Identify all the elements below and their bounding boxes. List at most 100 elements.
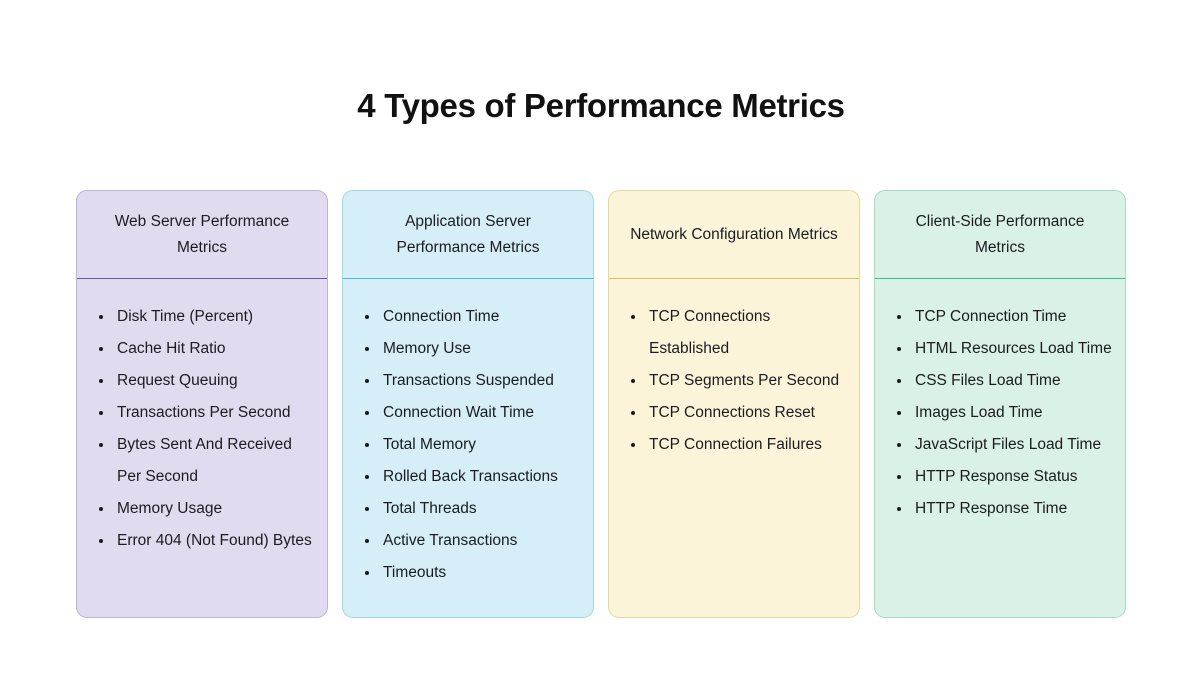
bullet-icon — [99, 443, 103, 447]
list-item: Bytes Sent And Received Per Second — [91, 429, 315, 493]
card-title-application-server: Application Server Performance Metrics — [396, 212, 540, 256]
bullet-icon — [99, 379, 103, 383]
list-item: JavaScript Files Load Time — [889, 429, 1113, 461]
bullet-icon — [99, 315, 103, 319]
bullet-icon — [365, 411, 369, 415]
bullet-icon — [365, 347, 369, 351]
list-item-label: Cache Hit Ratio — [117, 340, 226, 357]
list-item: HTML Resources Load Time — [889, 333, 1113, 365]
list-item: Rolled Back Transactions — [357, 461, 581, 493]
list-item-label: JavaScript Files Load Time — [915, 436, 1102, 453]
page-title: 4 Types of Performance Metrics — [357, 87, 845, 124]
bullet-icon — [897, 443, 901, 447]
list-item-label: Connection Time — [383, 308, 500, 325]
list-item: TCP Connections Reset — [623, 397, 847, 429]
bullet-icon — [99, 347, 103, 351]
list-item: TCP Connection Failures — [623, 429, 847, 461]
card-header-network-configuration: Network Configuration Metrics — [609, 191, 859, 279]
list-item-label: HTTP Response Time — [915, 500, 1068, 517]
list-item-label: Total Threads — [383, 500, 477, 517]
card-header-client-side: Client-Side Performance Metrics — [875, 191, 1125, 279]
bullet-icon — [365, 507, 369, 511]
bullet-icon — [897, 347, 901, 351]
bullet-icon — [99, 539, 103, 543]
list-item-label: Active Transactions — [383, 532, 518, 549]
metric-card-client-side: Client-Side Performance Metrics TCP Conn… — [874, 190, 1126, 618]
list-item-label: Error 404 (Not Found) Bytes — [117, 532, 312, 549]
list-item-label: HTML Resources Load Time — [915, 340, 1112, 357]
metric-card-application-server: Application Server Performance Metrics C… — [342, 190, 594, 618]
list-item: Transactions Per Second — [91, 397, 315, 429]
bullet-icon — [631, 379, 635, 383]
metric-cards-row: Web Server Performance Metrics Disk Time… — [76, 190, 1126, 618]
list-item: Connection Wait Time — [357, 397, 581, 429]
list-item: Connection Time — [357, 301, 581, 333]
list-item-label: Memory Use — [383, 340, 471, 357]
list-item-label: HTTP Response Status — [915, 468, 1078, 485]
bullet-icon — [631, 315, 635, 319]
list-item-label: Transactions Per Second — [117, 404, 291, 421]
list-item-label: Connection Wait Time — [383, 404, 535, 421]
bullet-icon — [897, 379, 901, 383]
list-item: Transactions Suspended — [357, 365, 581, 397]
metric-card-network-configuration: Network Configuration Metrics TCP Connec… — [608, 190, 860, 618]
list-item: CSS Files Load Time — [889, 365, 1113, 397]
list-item: HTTP Response Time — [889, 493, 1113, 525]
list-item-label: CSS Files Load Time — [915, 372, 1061, 389]
bullet-icon — [897, 315, 901, 319]
bullet-icon — [631, 411, 635, 415]
bullet-icon — [631, 443, 635, 447]
list-item: Disk Time (Percent) — [91, 301, 315, 333]
list-item-label: TCP Connections Reset — [649, 404, 815, 421]
card-title-network-configuration: Network Configuration Metrics — [630, 225, 838, 243]
bullet-icon — [365, 475, 369, 479]
list-item: HTTP Response Status — [889, 461, 1113, 493]
list-item-label: Bytes Sent And Received Per Second — [117, 436, 292, 485]
list-item-label: TCP Connection Time — [915, 308, 1067, 325]
list-item: Total Threads — [357, 493, 581, 525]
list-item-label: Disk Time (Percent) — [117, 308, 254, 325]
list-item-label: Images Load Time — [915, 404, 1043, 421]
list-item: Error 404 (Not Found) Bytes — [91, 525, 315, 557]
list-item-label: Transactions Suspended — [383, 372, 554, 389]
list-item-label: Request Queuing — [117, 372, 238, 389]
bullet-icon — [365, 539, 369, 543]
bullet-icon — [897, 507, 901, 511]
list-item-label: TCP Segments Per Second — [649, 372, 840, 389]
bullet-icon — [897, 475, 901, 479]
list-item-label: Total Memory — [383, 436, 477, 453]
list-item-label: Rolled Back Transactions — [383, 468, 558, 485]
bullet-icon — [897, 411, 901, 415]
bullet-icon — [99, 507, 103, 511]
card-title-client-side: Client-Side Performance Metrics — [915, 212, 1085, 256]
list-item-label: TCP Connections Established — [649, 308, 771, 357]
list-item-label: Timeouts — [383, 564, 447, 581]
card-header-application-server: Application Server Performance Metrics — [343, 191, 593, 279]
list-item: Images Load Time — [889, 397, 1113, 429]
bullet-icon — [365, 571, 369, 575]
list-item: Active Transactions — [357, 525, 581, 557]
list-item: Timeouts — [357, 557, 581, 589]
list-item: TCP Connections Established — [623, 301, 847, 365]
bullet-icon — [365, 379, 369, 383]
list-item: Total Memory — [357, 429, 581, 461]
bullet-icon — [365, 315, 369, 319]
bullet-icon — [365, 443, 369, 447]
card-title-web-server: Web Server Performance Metrics — [114, 212, 290, 256]
metric-card-web-server: Web Server Performance Metrics Disk Time… — [76, 190, 328, 618]
list-item: Request Queuing — [91, 365, 315, 397]
card-header-web-server: Web Server Performance Metrics — [77, 191, 327, 279]
list-item-label: TCP Connection Failures — [649, 436, 822, 453]
list-item-label: Memory Usage — [117, 500, 223, 517]
list-item: TCP Segments Per Second — [623, 365, 847, 397]
list-item: TCP Connection Time — [889, 301, 1113, 333]
